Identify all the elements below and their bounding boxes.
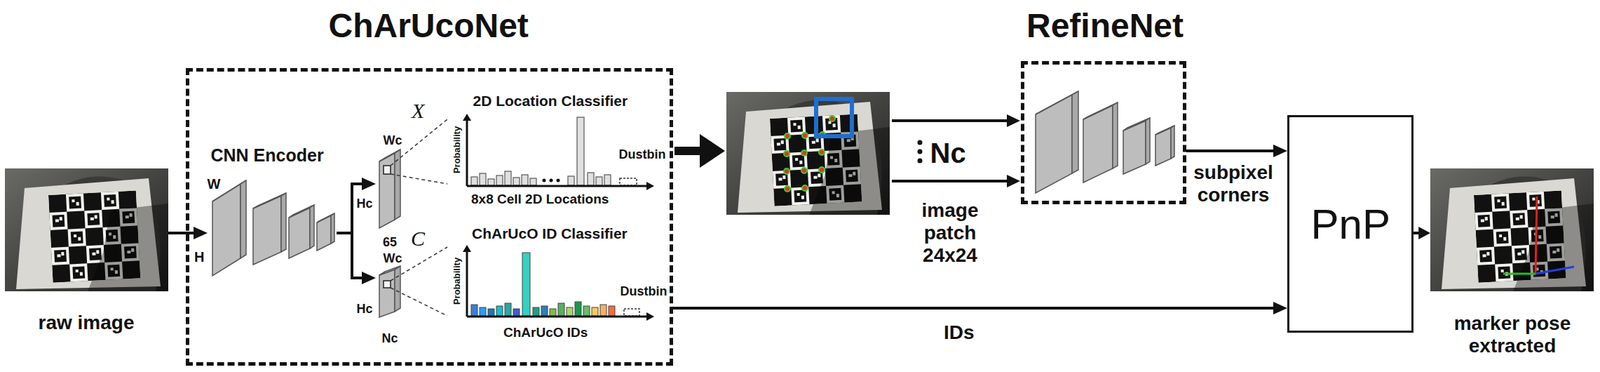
- connector-line: [168, 231, 195, 235]
- input-photo: [4, 168, 169, 291]
- leader-lines: [390, 119, 448, 316]
- encoder-block: CNN Encoder: [207, 140, 337, 284]
- refine-layers: [1035, 91, 1175, 193]
- label-text: Wc: [383, 133, 403, 148]
- arrow-head: [361, 177, 376, 191]
- label-text: Probability: [452, 256, 463, 304]
- label-text: Nc: [382, 330, 399, 346]
- connector-arrow: [1186, 144, 1288, 158]
- node-text: ChArUcO ID Classifier: [471, 225, 628, 242]
- arrow-head: [1273, 144, 1288, 158]
- node-text: 8x8 Cell 2D Locations: [471, 191, 609, 207]
- label-text: image patch 24x24: [911, 199, 989, 268]
- connector-arrow: [336, 177, 376, 233]
- node-text: ChArUcO IDs: [503, 324, 588, 341]
- patch-arrows: [891, 114, 1021, 188]
- node-text: ChArUcoNet: [328, 6, 529, 45]
- connector-arrow: [673, 301, 1288, 315]
- connector-arrow: [1413, 226, 1431, 240]
- node-text: PnP: [1311, 199, 1391, 249]
- label-text: Hc: [356, 301, 374, 317]
- output-tensors: [379, 149, 401, 317]
- process-box: PnP: [1287, 114, 1414, 333]
- label-text: Dustbin: [620, 283, 668, 299]
- label-text: Nc: [930, 136, 967, 169]
- label-text: Probability: [452, 125, 463, 173]
- node-text: marker pose extracted: [1430, 312, 1595, 357]
- connector-line: [336, 232, 364, 278]
- label-text: Wc: [383, 251, 403, 266]
- edge-label: subpixel corners: [1184, 161, 1283, 207]
- arrow-head: [1418, 226, 1431, 240]
- flow-arrow: [674, 133, 725, 168]
- label-text: Hc: [356, 196, 374, 212]
- label-text: C: [410, 226, 425, 252]
- pose-photo: [1430, 168, 1594, 291]
- arrow-head: [361, 271, 376, 284]
- network-box: CNN Encoder 2D Location Classifier 8x8 Cel…: [185, 68, 674, 366]
- detection-photo: [726, 91, 890, 215]
- id-histogram: [462, 244, 655, 321]
- node-text: raw image: [38, 311, 135, 334]
- node-text: 2D Location Classifier: [473, 92, 629, 110]
- connector-line: [1186, 149, 1275, 153]
- encoder-layers: [212, 180, 335, 276]
- label-text: 65: [382, 234, 397, 250]
- arrow-head: [193, 226, 208, 240]
- connector-arrow: [336, 232, 376, 284]
- label-text: Dustbin: [619, 147, 667, 162]
- label-text: W: [207, 175, 221, 193]
- label-text: X: [411, 98, 425, 124]
- image-node: marker pose extracted: [1430, 168, 1595, 291]
- node-text: CNN Encoder: [211, 145, 324, 166]
- arrow-head: [1273, 301, 1288, 315]
- edge-label: IDs: [943, 321, 975, 344]
- connector-line: [673, 306, 1275, 310]
- image-node: raw image: [4, 168, 169, 291]
- label-text: H: [194, 248, 205, 266]
- network-box: RefineNet: [1020, 60, 1187, 205]
- node-text: RefineNet: [1026, 6, 1184, 45]
